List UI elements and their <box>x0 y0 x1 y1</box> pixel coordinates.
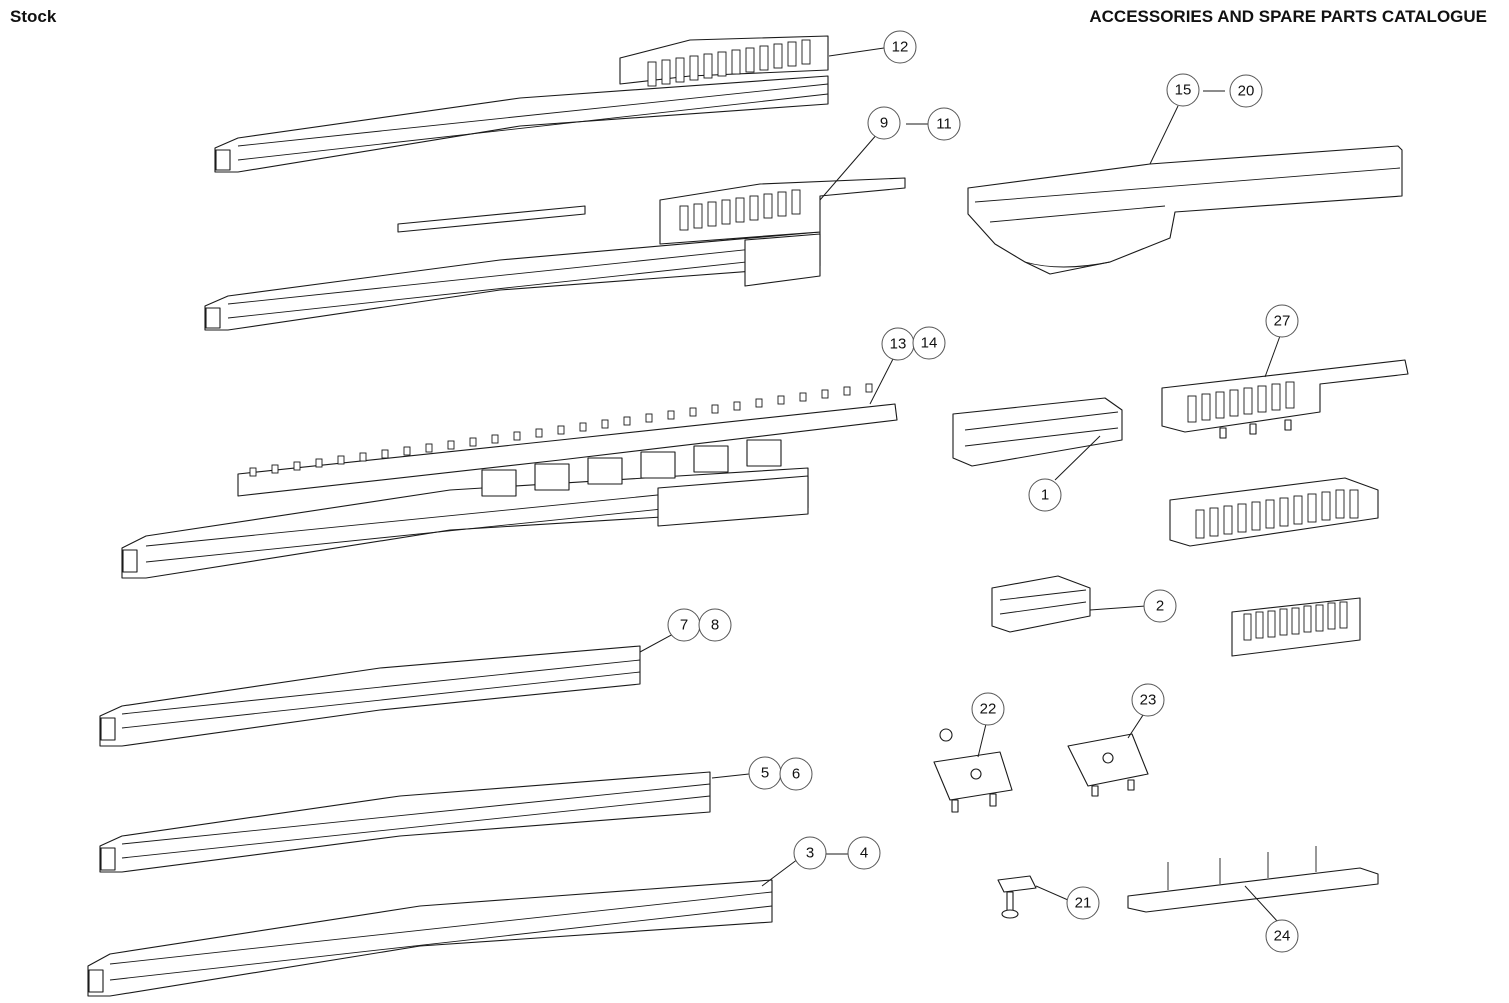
catalogue-title: ACCESSORIES AND SPARE PARTS CATALOGUE <box>1089 7 1487 26</box>
part-1-channel <box>952 397 1123 467</box>
part-13-rail-teeth <box>249 383 873 477</box>
svg-text:12: 12 <box>892 39 909 56</box>
svg-text:11: 11 <box>936 116 952 133</box>
part-27-rail-teeth <box>1187 381 1295 423</box>
part-9-11-stock-with-rail <box>204 177 906 331</box>
callout-12: 12 <box>883 30 917 64</box>
callout-2: 2 <box>1143 589 1177 623</box>
short-rail-teeth <box>1243 601 1348 641</box>
callout-13: 13 <box>881 327 915 361</box>
callout-6: 6 <box>779 757 813 791</box>
callout-11: 11 <box>927 107 961 141</box>
part-15-20-handguard <box>967 145 1403 275</box>
svg-text:13: 13 <box>890 336 907 353</box>
svg-text:5: 5 <box>761 765 769 782</box>
svg-text:24: 24 <box>1274 928 1291 945</box>
part-13-14-long-rail-stock <box>121 383 898 579</box>
svg-text:15: 15 <box>1175 82 1192 99</box>
part-22-mount <box>933 728 1013 813</box>
part-23-mount <box>1067 733 1149 797</box>
part-2-short-channel <box>991 575 1091 633</box>
svg-text:27: 27 <box>1274 313 1291 330</box>
svg-text:14: 14 <box>921 335 938 352</box>
callout-1: 1 <box>1028 478 1062 512</box>
callout-8: 8 <box>698 608 732 642</box>
short-rail-section <box>1231 597 1361 657</box>
part-24-rail-with-pins <box>1127 846 1379 913</box>
svg-text:20: 20 <box>1238 83 1255 100</box>
callout-22: 22 <box>971 692 1005 726</box>
leader-lines <box>639 47 1281 923</box>
part-7-8-stock <box>99 645 641 747</box>
callout-21: 21 <box>1066 886 1100 920</box>
part-3-4-stock <box>87 879 773 997</box>
part-12-rail-teeth <box>647 39 811 87</box>
callout-4: 4 <box>847 836 881 870</box>
part-9-rail-teeth <box>679 189 801 231</box>
callout-24: 24 <box>1265 919 1299 953</box>
svg-text:8: 8 <box>711 617 719 634</box>
callout-27: 27 <box>1265 304 1299 338</box>
callout-14: 14 <box>912 326 946 360</box>
svg-text:22: 22 <box>980 701 997 718</box>
lower-rail-teeth <box>1195 489 1359 539</box>
svg-text:2: 2 <box>1156 598 1164 615</box>
callout-23: 23 <box>1131 683 1165 717</box>
callout-5: 5 <box>748 756 782 790</box>
svg-text:3: 3 <box>806 845 814 862</box>
callout-7: 7 <box>667 608 701 642</box>
svg-text:6: 6 <box>792 766 800 783</box>
svg-text:23: 23 <box>1140 692 1157 709</box>
part-13-side-slots <box>481 439 782 497</box>
svg-text:21: 21 <box>1075 895 1092 912</box>
part-21-screw <box>997 875 1037 919</box>
part-12-stock-with-rail <box>214 35 829 173</box>
callout-20: 20 <box>1229 74 1263 108</box>
callout-15: 15 <box>1166 73 1200 107</box>
svg-text:9: 9 <box>880 115 888 132</box>
lower-rail-assembly <box>1169 477 1379 547</box>
svg-text:1: 1 <box>1041 487 1049 504</box>
callout-9: 9 <box>867 106 901 140</box>
page-section-title: Stock <box>10 7 57 26</box>
part-27-rail-assembly <box>1161 359 1409 439</box>
part-5-6-stock <box>99 771 711 873</box>
svg-text:4: 4 <box>860 845 868 862</box>
svg-text:7: 7 <box>680 617 688 634</box>
callout-3: 3 <box>793 836 827 870</box>
